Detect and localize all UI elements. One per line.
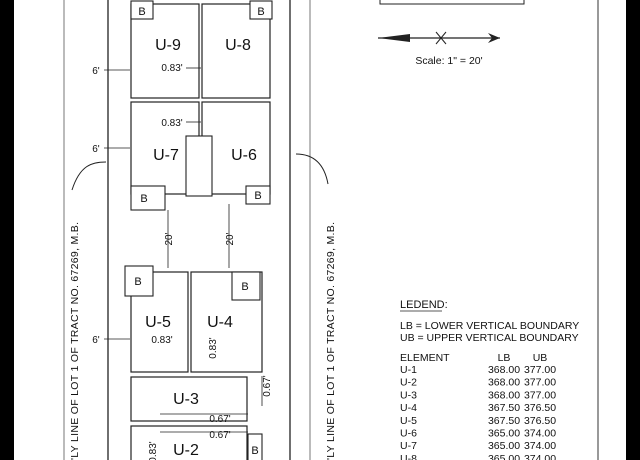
legend-ub-cell: 374.00 <box>524 428 556 440</box>
legend-element-cell: U-8 <box>400 453 417 460</box>
dimension-083-u2: 0.83' <box>148 441 159 460</box>
unit-label-u2: U-2 <box>173 442 199 459</box>
dimension-6ft-top: 6' <box>92 66 100 77</box>
dimension-6ft-lower: 6' <box>92 335 100 346</box>
balcony-box <box>249 0 273 20</box>
legend-ub-definition: UB = UPPER VERTICAL BOUNDARY <box>400 332 579 344</box>
dimension-083-u4: 0.83' <box>208 337 219 358</box>
legend-ub-cell: 374.00 <box>524 453 556 460</box>
balcony-box <box>231 271 261 301</box>
balcony-label: B <box>134 276 141 288</box>
left-boundary-arrow <box>71 161 107 191</box>
unit-label-u6: U-6 <box>231 147 257 164</box>
site-plan-sheet: U-9 U-8 0.83' 6' U-7 U-6 0.83' 6' 20' 20… <box>14 0 626 460</box>
balcony-label: B <box>254 190 261 202</box>
balcony-box <box>130 0 154 20</box>
unit-u6-outline <box>201 101 271 195</box>
courtyard-notch <box>185 135 213 197</box>
balcony-label: B <box>251 445 258 457</box>
balcony-box <box>124 265 154 297</box>
balcony-label: B <box>241 281 248 293</box>
dimension-067-u3: 0.67' <box>209 414 230 425</box>
legend-lb-cell: 368.00 <box>488 377 520 389</box>
unit-label-u7: U-7 <box>153 147 179 164</box>
unit-label-u4: U-4 <box>207 314 233 331</box>
unit-block-top <box>130 0 273 99</box>
balcony-label: B <box>257 6 264 18</box>
legend-element-cell: U-7 <box>400 440 417 452</box>
dimension-20ft-right: 20' <box>225 232 236 245</box>
balcony-box <box>245 185 271 205</box>
legend-element-cell: U-6 <box>400 428 417 440</box>
legend-lb-cell: 368.00 <box>488 389 520 401</box>
legend-lb-cell: 365.00 <box>488 440 520 452</box>
legend-element-cell: U-3 <box>400 389 417 401</box>
legend-title: LEDEND: <box>400 299 448 311</box>
legend-lb-cell: 367.50 <box>488 402 520 414</box>
legend-element-cell: U-5 <box>400 415 417 427</box>
dimension-083-u7: 0.83' <box>161 118 182 129</box>
dimension-067-u2: 0.67' <box>209 430 230 441</box>
left-lot-line-label: 'LY LINE OF LOT 1 OF TRACT NO. 67269, M.… <box>69 222 81 460</box>
right-lot-line-label: 'LY LINE OF LOT 1 OF TRACT NO. 67269, M.… <box>325 222 337 460</box>
unit-label-u9: U-9 <box>155 37 181 54</box>
unit-block-lower <box>124 265 263 373</box>
dimension-083-u5: 0.83' <box>151 335 172 346</box>
legend-lb-cell: 365.00 <box>488 453 520 460</box>
unit-u8-outline <box>201 3 271 99</box>
north-arrow-icon <box>378 31 500 45</box>
legend-element-cell: U-1 <box>400 364 417 376</box>
legend-header-ub: UB <box>533 352 548 364</box>
legend-lb-cell: 367.50 <box>488 415 520 427</box>
dimension-6ft-middle: 6' <box>92 144 100 155</box>
dimension-067-side: 0.67' <box>262 375 273 396</box>
legend-header-lb: LB <box>498 352 511 364</box>
legend-ub-cell: 377.00 <box>524 377 556 389</box>
unit-label-u8: U-8 <box>225 37 251 54</box>
unit-label-u3: U-3 <box>173 391 199 408</box>
title-block <box>379 0 525 5</box>
legend-ub-cell: 377.00 <box>524 389 556 401</box>
site-plan-drawing: U-9 U-8 0.83' 6' U-7 U-6 0.83' 6' 20' 20… <box>63 0 599 460</box>
dimension-083-u9: 0.83' <box>161 63 182 74</box>
legend-element-cell: U-2 <box>400 377 417 389</box>
legend-header-element: ELEMENT <box>400 352 450 364</box>
legend-lb-cell: 365.00 <box>488 428 520 440</box>
balcony-box <box>130 185 166 211</box>
balcony-box <box>247 433 263 460</box>
unit-label-u5: U-5 <box>145 314 171 331</box>
legend-ub-cell: 376.50 <box>524 402 556 414</box>
legend-lb-cell: 368.00 <box>488 364 520 376</box>
legend-ub-cell: 374.00 <box>524 440 556 452</box>
legend-lb-definition: LB = LOWER VERTICAL BOUNDARY <box>400 320 579 332</box>
scale-label: Scale: 1" = 20' <box>415 55 482 67</box>
legend-element-cell: U-4 <box>400 402 417 414</box>
balcony-label: B <box>138 6 145 18</box>
legend-ub-cell: 376.50 <box>524 415 556 427</box>
unit-u9-outline <box>130 3 200 99</box>
right-boundary-arrow <box>295 153 329 185</box>
legend-ub-cell: 377.00 <box>524 364 556 376</box>
balcony-label: B <box>140 193 147 205</box>
dimension-20ft-left: 20' <box>164 232 175 245</box>
unit-block-middle <box>130 101 271 211</box>
